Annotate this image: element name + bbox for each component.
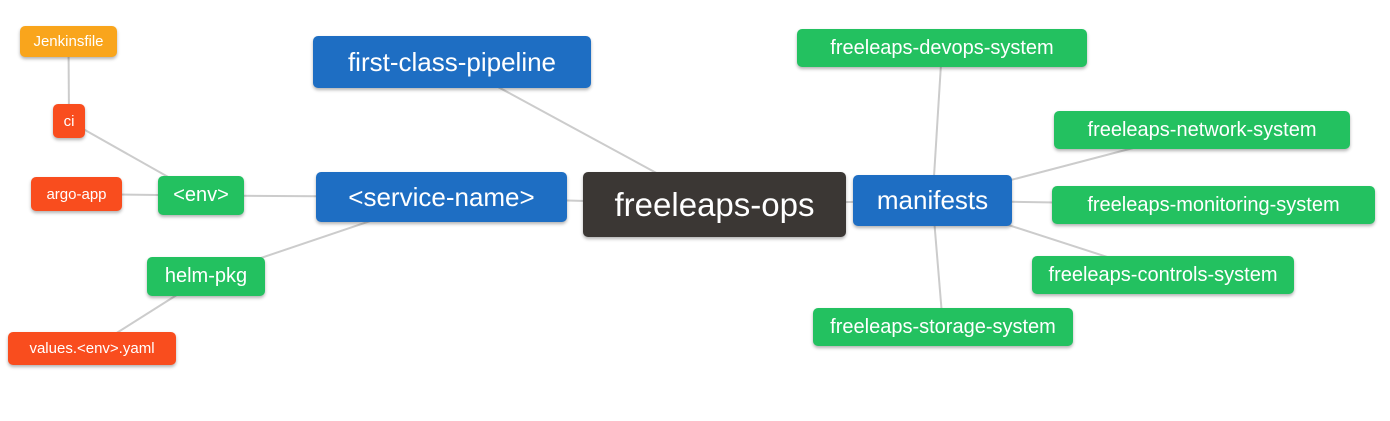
node-label: manifests (876, 185, 989, 215)
node-label: freeleaps-storage-system (830, 315, 1056, 338)
node-label: first-class-pipeline (347, 46, 557, 77)
node-monitoring-system[interactable]: freeleaps-monitoring-system (1052, 186, 1375, 224)
node-freeleaps-ops[interactable]: freeleaps-ops (583, 172, 846, 237)
node-label: <service-name> (348, 181, 535, 212)
node-first-class-pipeline[interactable]: first-class-pipeline (313, 36, 591, 88)
node-label: argo-app (46, 185, 107, 203)
node-label: freeleaps-ops (614, 185, 815, 223)
node-argo-app[interactable]: argo-app (31, 177, 122, 211)
node-devops-system[interactable]: freeleaps-devops-system (797, 29, 1087, 67)
node-values-env-yaml[interactable]: values.<env>.yaml (8, 332, 176, 365)
node-storage-system[interactable]: freeleaps-storage-system (813, 308, 1073, 346)
node-label: <env> (173, 184, 229, 206)
node-label: freeleaps-network-system (1087, 118, 1317, 141)
node-helm-pkg[interactable]: helm-pkg (147, 257, 265, 296)
node-label: freeleaps-monitoring-system (1087, 193, 1340, 216)
node-manifests[interactable]: manifests (853, 175, 1012, 226)
node-jenkinsfile[interactable]: Jenkinsfile (20, 26, 117, 57)
node-network-system[interactable]: freeleaps-network-system (1054, 111, 1350, 149)
node-env[interactable]: <env> (158, 176, 244, 215)
node-label: Jenkinsfile (33, 33, 104, 50)
node-label: ci (63, 112, 75, 130)
node-service-name[interactable]: <service-name> (316, 172, 567, 222)
node-label: freeleaps-devops-system (830, 36, 1054, 59)
node-controls-system[interactable]: freeleaps-controls-system (1032, 256, 1294, 294)
node-label: freeleaps-controls-system (1048, 263, 1278, 286)
node-label: values.<env>.yaml (29, 340, 155, 357)
node-ci[interactable]: ci (53, 104, 85, 138)
node-label: helm-pkg (164, 265, 248, 287)
